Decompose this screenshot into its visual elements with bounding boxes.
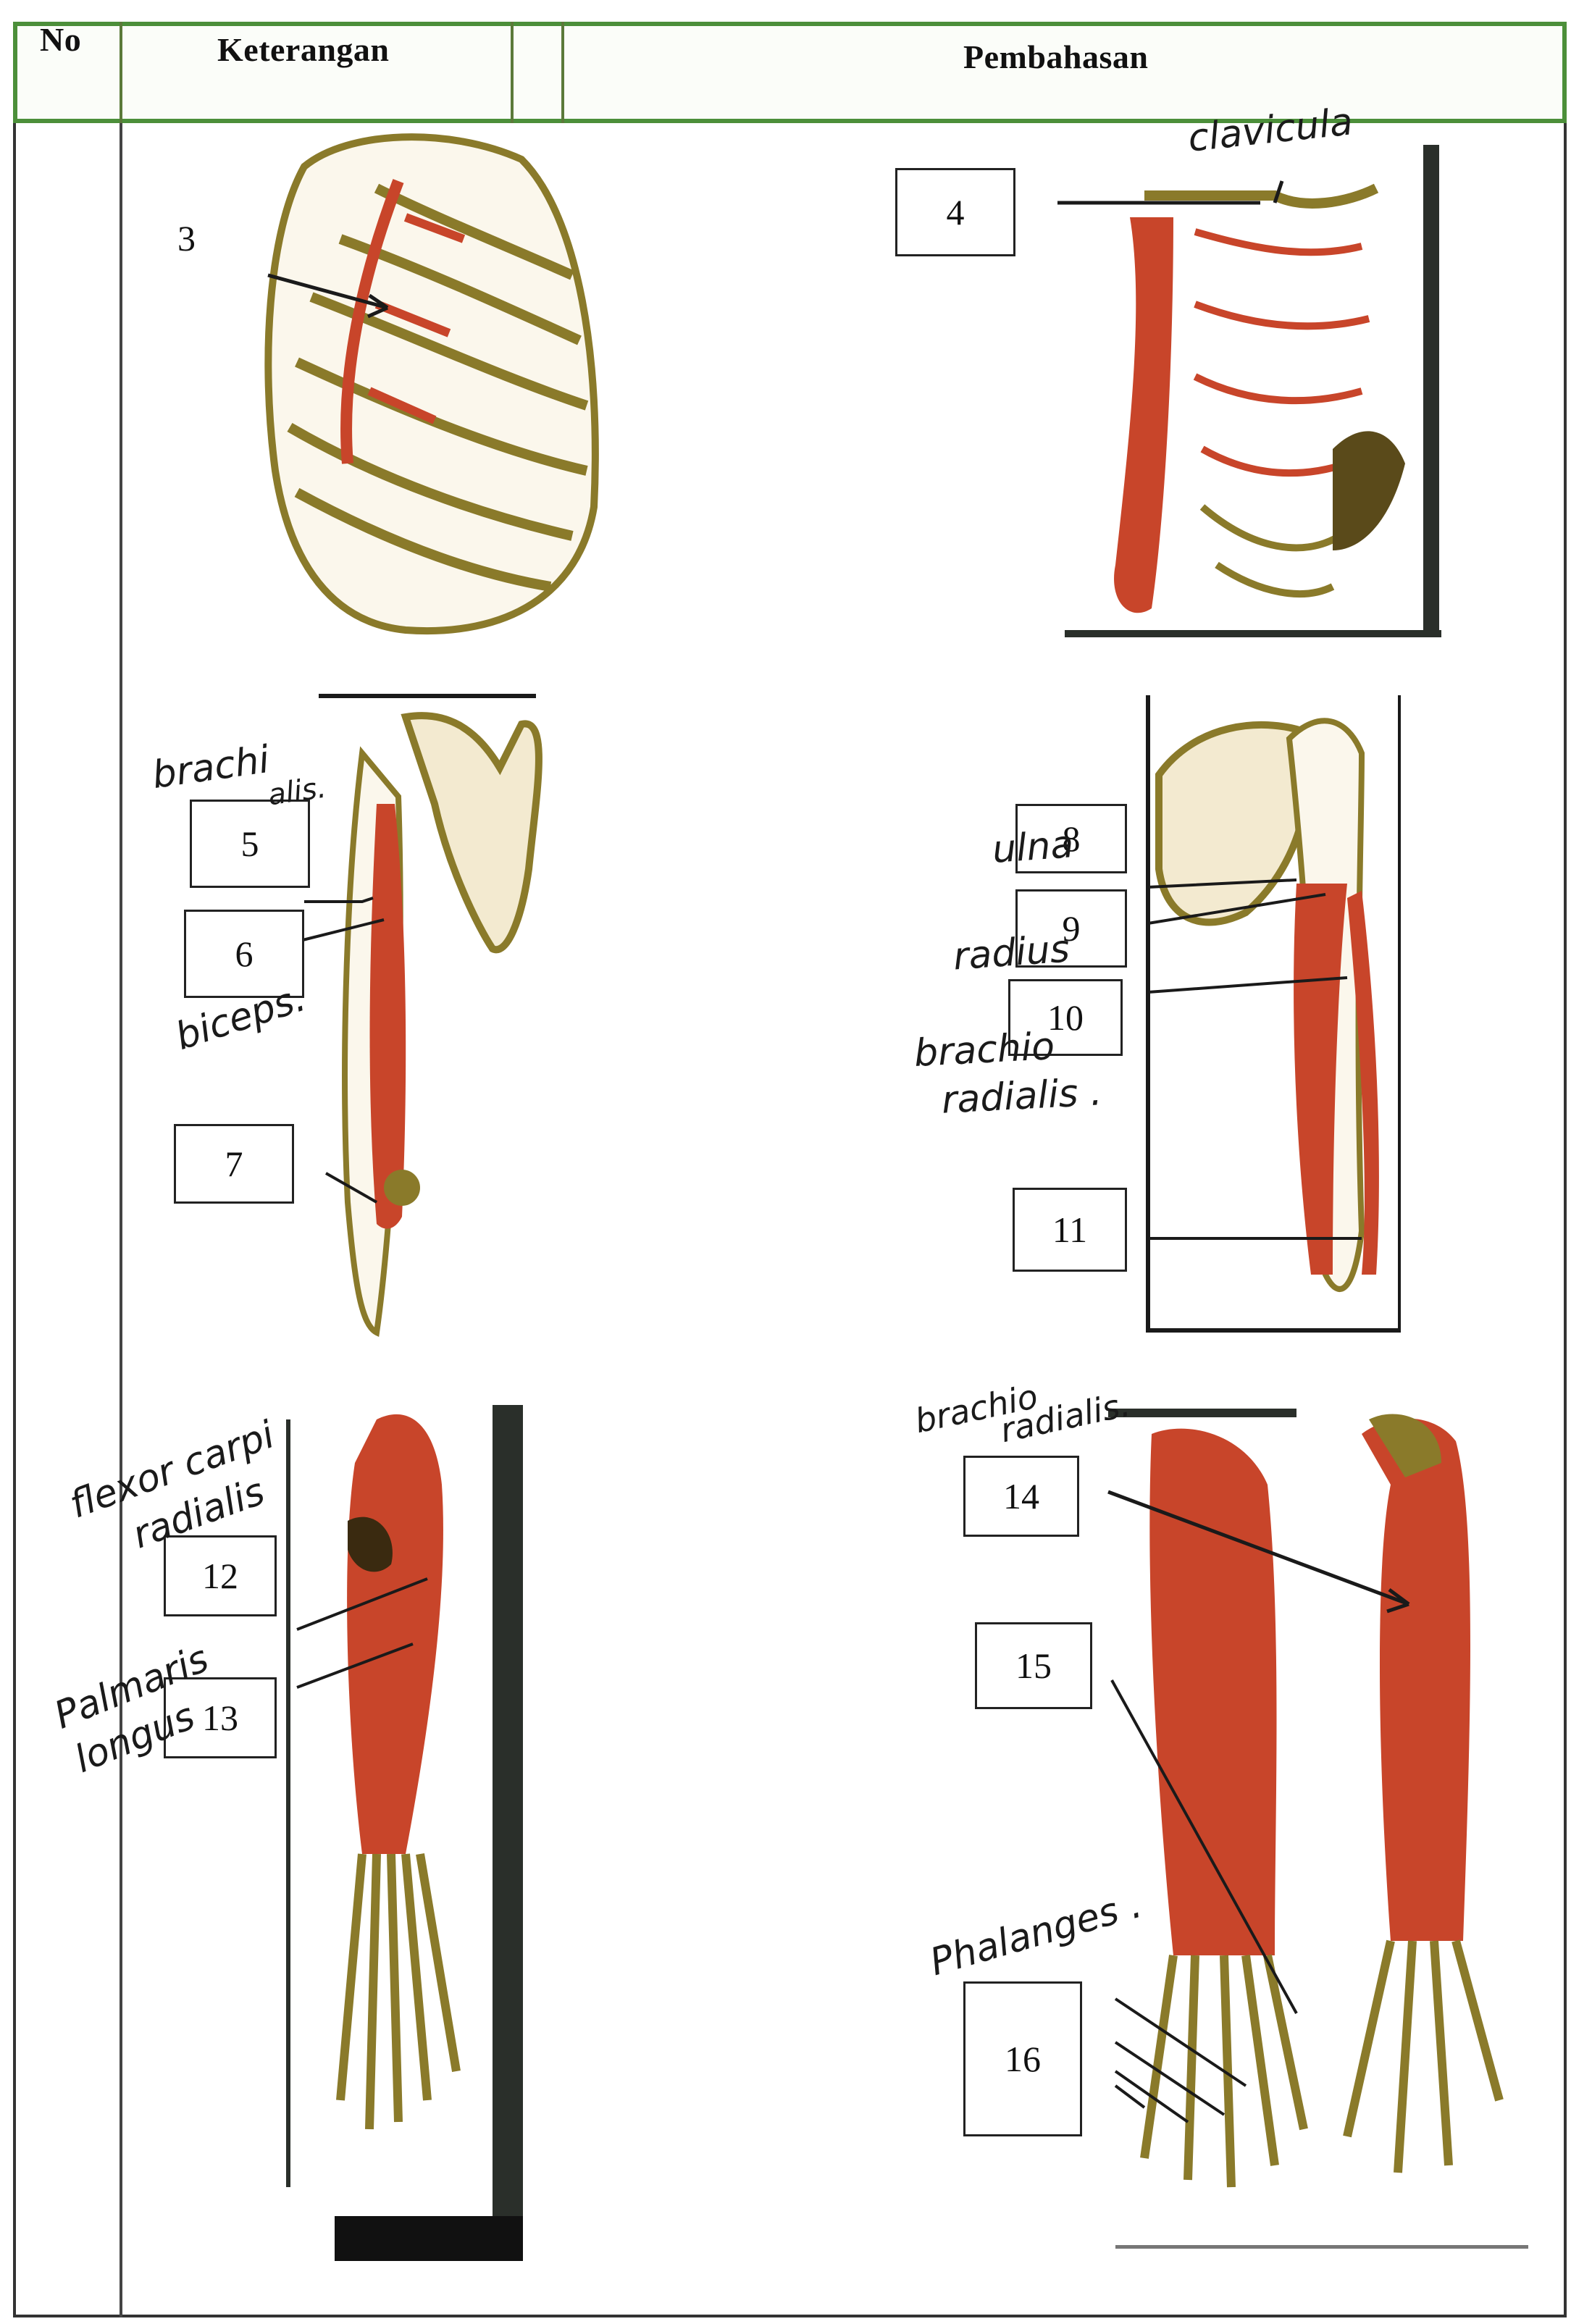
label-3: 3 [177,217,196,259]
label-box-11: 11 [1013,1188,1127,1272]
hand-brachioradialis-1: brachio [913,1025,1056,1075]
two-forearms-figure [1108,1409,1528,2249]
torso-arm-figure [1057,145,1441,637]
label-box-15: 15 [975,1622,1092,1709]
label-box-12: 12 [164,1535,277,1616]
ribcage-figure [268,137,595,631]
hand-brachioradialis-2: radialis . [941,1070,1103,1123]
hand-ulna: ulna [991,823,1075,872]
forearm-anterior-figure [286,1405,523,2261]
label-box-5: 5 [190,800,310,888]
label-box-4: 4 [895,168,1015,256]
label-box-16: 16 [963,1981,1082,2136]
upper-arm-figure [297,694,539,1333]
forearm-figure [1146,695,1401,1333]
label-box-14: 14 [963,1456,1079,1537]
hand-radius: radius [952,927,1071,978]
label-box-7: 7 [174,1124,294,1204]
